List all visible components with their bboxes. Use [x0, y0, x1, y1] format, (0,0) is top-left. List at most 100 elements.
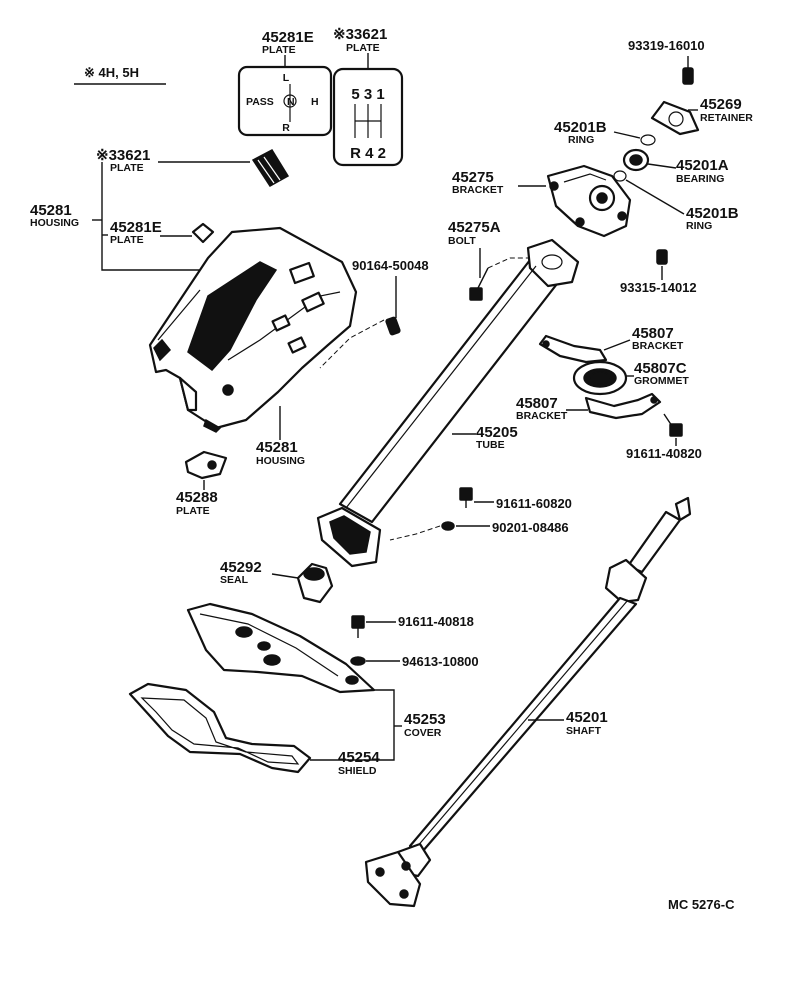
- svg-text:45281: 45281: [256, 439, 298, 456]
- svg-text:45292: 45292: [220, 559, 262, 576]
- svg-text:45281E: 45281E: [110, 219, 162, 236]
- callout-90164-50048: 90164-50048: [352, 258, 429, 318]
- screw-90164: [385, 316, 401, 336]
- transfer-indicator-plate: L PASS N H R: [237, 65, 333, 137]
- bolt-91611-40818: [351, 615, 365, 638]
- svg-text:45281E: 45281E: [262, 29, 314, 46]
- callout-91611-40818: 91611-40818: [366, 614, 474, 629]
- svg-text:SEAL: SEAL: [220, 574, 249, 586]
- column-tube-45205: [316, 238, 580, 568]
- svg-text:91611-40820: 91611-40820: [626, 446, 702, 461]
- screw-93319: [682, 67, 694, 85]
- svg-text:BRACKET: BRACKET: [516, 410, 568, 422]
- retainer-45269: [650, 100, 700, 136]
- steering-column-housing: [148, 226, 358, 433]
- bolt-45275a-guide: [487, 257, 536, 269]
- svg-text:94613-10800: 94613-10800: [402, 654, 479, 669]
- svg-text:45201B: 45201B: [554, 119, 607, 136]
- callout-94613-10800: 94613-10800: [366, 654, 479, 669]
- svg-text:45269: 45269: [700, 96, 742, 113]
- callout-45281e-side: 45281E PLATE: [110, 219, 192, 246]
- svg-text:COVER: COVER: [404, 727, 442, 739]
- seal-45292: [296, 562, 334, 604]
- svg-text:91611-40818: 91611-40818: [398, 614, 474, 629]
- svg-text:R 4 2: R 4 2: [350, 145, 386, 162]
- svg-text:SHIELD: SHIELD: [338, 765, 377, 777]
- callout-45205: 45205 TUBE: [452, 424, 518, 451]
- svg-text:45205: 45205: [476, 424, 518, 441]
- bolt-91611-40820: [663, 413, 683, 437]
- shift-pattern-plate: 5 3 1 R 4 2: [332, 67, 404, 167]
- callout-91611-60820: 91611-60820: [474, 496, 572, 511]
- callout-45281-left: 45281 HOUSING: [30, 162, 205, 271]
- svg-text:PLATE: PLATE: [176, 505, 210, 517]
- svg-text:45288: 45288: [176, 489, 218, 506]
- variant-note: ※ 4H, 5H: [74, 65, 166, 85]
- upper-bracket-45275: [546, 164, 632, 238]
- svg-text:93319-16010: 93319-16010: [628, 38, 705, 53]
- washer-guide: [389, 525, 441, 541]
- plate-45288: [184, 450, 228, 480]
- svg-text:PLATE: PLATE: [346, 42, 380, 54]
- svg-text:※33621: ※33621: [96, 147, 150, 164]
- tube-bracket-45807-upper: [538, 334, 608, 364]
- screw-90164-guide: [319, 319, 385, 369]
- callout-45253: 45253 COVER: [310, 689, 446, 761]
- small-plate-45281e: [191, 222, 215, 244]
- bolt-91611-60820: [459, 487, 473, 508]
- svg-text:※ 4H, 5H: ※ 4H, 5H: [84, 65, 139, 80]
- svg-text:HOUSING: HOUSING: [30, 217, 79, 229]
- svg-text:91611-60820: 91611-60820: [496, 496, 572, 511]
- callout-93319-16010: 93319-16010: [628, 38, 705, 68]
- svg-text:5 3 1: 5 3 1: [351, 86, 384, 103]
- svg-text:45201: 45201: [566, 709, 608, 726]
- svg-text:PLATE: PLATE: [262, 44, 296, 56]
- callout-45275a: 45275A BOLT: [448, 219, 501, 278]
- callout-45807c: 45807C GROMMET: [626, 360, 689, 387]
- svg-text:L: L: [283, 72, 290, 84]
- svg-text:90201-08486: 90201-08486: [492, 520, 569, 535]
- callout-45281e-top: 45281E PLATE: [262, 29, 314, 67]
- svg-text:PLATE: PLATE: [110, 162, 144, 174]
- svg-text:BRACKET: BRACKET: [452, 184, 504, 196]
- svg-text:RING: RING: [686, 220, 712, 232]
- svg-text:BOLT: BOLT: [448, 235, 476, 247]
- callout-45201a: 45201A BEARING: [647, 157, 729, 185]
- svg-text:BRACKET: BRACKET: [632, 340, 684, 352]
- svg-text:45201B: 45201B: [686, 205, 739, 222]
- callout-93315-14012: 93315-14012: [620, 266, 697, 295]
- callout-45275: 45275 BRACKET: [452, 169, 546, 196]
- tube-bracket-45807-lower: [584, 392, 662, 420]
- callout-45201b-upper: 45201B RING: [554, 119, 641, 146]
- svg-text:45275A: 45275A: [448, 219, 501, 236]
- callout-45807-lower: 45807 BRACKET: [516, 395, 588, 422]
- svg-text:H: H: [311, 96, 319, 108]
- svg-text:※33621: ※33621: [333, 26, 387, 43]
- bolt-45275a: [469, 267, 489, 301]
- svg-text:N: N: [287, 96, 295, 108]
- steering-shaft-45201: [364, 496, 692, 908]
- diagram-code: MC 5276-C: [668, 897, 735, 912]
- bearing-45201a: [622, 148, 650, 172]
- svg-text:SHAFT: SHAFT: [566, 725, 602, 737]
- svg-text:RETAINER: RETAINER: [700, 112, 753, 124]
- callout-90201-08486: 90201-08486: [456, 520, 569, 535]
- svg-text:93315-14012: 93315-14012: [620, 280, 697, 295]
- callout-45807-upper: 45807 BRACKET: [603, 325, 684, 352]
- svg-text:RING: RING: [568, 134, 594, 146]
- svg-text:TUBE: TUBE: [476, 439, 505, 451]
- washer-90201: [441, 521, 455, 531]
- svg-text:HOUSING: HOUSING: [256, 455, 305, 467]
- svg-text:PLATE: PLATE: [110, 234, 144, 246]
- callout-45254: 45254 SHIELD: [338, 749, 380, 777]
- cover-45253: [186, 602, 376, 694]
- ring-45201b-lower: [613, 170, 627, 182]
- callout-45292: 45292 SEAL: [220, 559, 299, 586]
- svg-text:45275: 45275: [452, 169, 494, 186]
- svg-text:GROMMET: GROMMET: [634, 375, 689, 387]
- svg-text:BEARING: BEARING: [676, 173, 724, 185]
- svg-text:R: R: [282, 122, 290, 134]
- svg-text:45807C: 45807C: [634, 360, 687, 377]
- callout-33621-side: ※33621 PLATE: [96, 147, 250, 174]
